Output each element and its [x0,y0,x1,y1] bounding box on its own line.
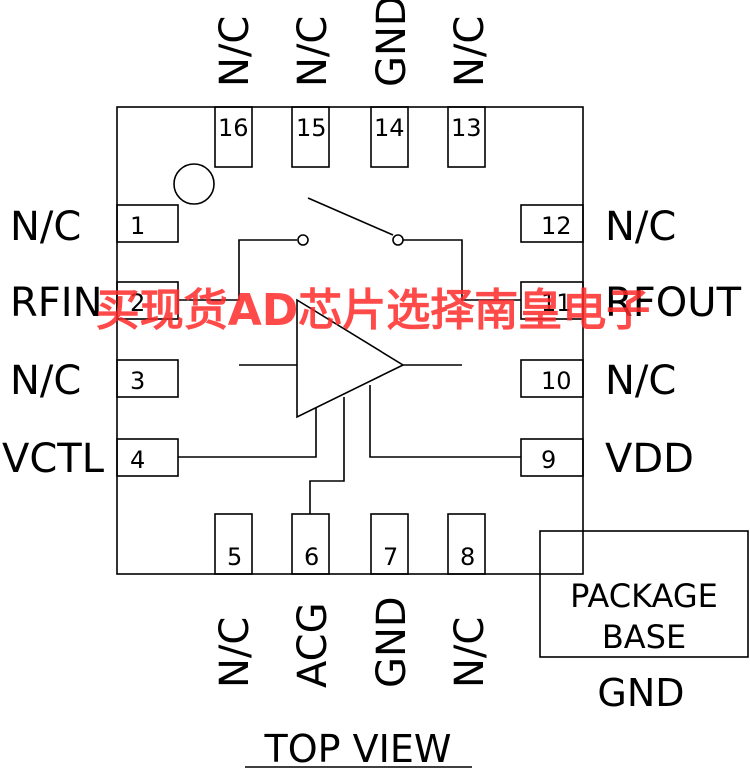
pin-label-7: GND [369,596,415,688]
control-traces [178,385,521,514]
pin-pad-16 [214,106,253,168]
pin-label-14: GND [369,0,415,87]
pin-pad-8 [447,513,486,575]
pin-label-12: N/C [605,204,676,250]
pin-number-15: 15 [296,114,327,142]
pin-pad-7 [370,513,409,575]
bypass-switch [178,197,521,301]
pin-number-9: 9 [541,446,556,474]
pin-pad-3 [116,359,179,398]
pin-label-1: N/C [10,204,81,250]
pin-pad-14 [370,106,409,168]
pin-pad-13 [447,106,486,168]
pin-number-2: 2 [130,289,145,317]
pin-label-13: N/C [447,16,493,87]
pin-pad-15 [291,106,330,168]
package-base-box [539,530,749,658]
pin-number-16: 16 [218,114,249,142]
pin-number-10: 10 [541,367,572,395]
pin-label-15: N/C [290,16,336,87]
pin-number-3: 3 [130,367,145,395]
package-body [116,106,584,575]
pin-label-16: N/C [212,16,258,87]
pin-label-9: VDD [605,436,694,482]
view-label: TOP VIEW [264,727,452,771]
pin-number-1: 1 [130,212,145,240]
package-base-line2: BASE [602,618,686,656]
pin-pad-5 [214,513,253,575]
pin-label-4: VCTL [2,436,105,482]
pin-number-14: 14 [374,114,405,142]
pin-number-7: 7 [383,543,398,571]
pin-pad-1 [116,204,179,243]
pin1-indicator [173,163,215,205]
pin-number-5: 5 [227,543,242,571]
pin-pad-4 [116,438,179,477]
pin-label-10: N/C [605,358,676,404]
pin-label-6: ACG [290,602,336,688]
pin-number-11: 11 [541,289,572,317]
pin-label-5: N/C [212,617,258,688]
watermark-text: 买现货AD芯片选择南皇电子 [96,285,651,336]
pin-number-6: 6 [304,543,319,571]
pin-label-2: RFIN [10,280,103,326]
pin-pad-12 [520,204,584,243]
pin-number-12: 12 [541,212,572,240]
amplifier-triangle [239,298,462,419]
pin-label-11: RFOUT [605,280,742,326]
pin-number-13: 13 [451,114,482,142]
pin-label-3: N/C [10,358,81,404]
pin-pad-10 [520,359,584,398]
pin-label-8: N/C [447,617,493,688]
pin-number-4: 4 [130,446,145,474]
package-base-line1: PACKAGE [570,577,718,615]
package-base-ground: GND [597,671,684,715]
pin-number-8: 8 [460,543,475,571]
